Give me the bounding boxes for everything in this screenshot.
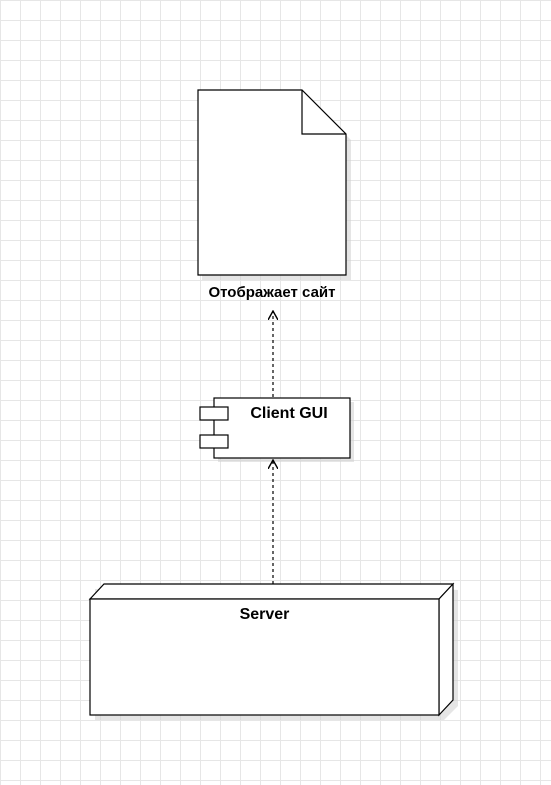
component-port-bottom: [199, 434, 229, 449]
node-label: Server: [239, 606, 290, 623]
component-port-top: [199, 406, 229, 421]
component-label: Client GUI: [250, 405, 328, 422]
node-shape[interactable]: [88, 582, 458, 720]
artifact-shape[interactable]: [197, 89, 351, 280]
artifact-label: Отображает сайт: [208, 284, 336, 301]
component-shape[interactable]: [199, 397, 354, 462]
